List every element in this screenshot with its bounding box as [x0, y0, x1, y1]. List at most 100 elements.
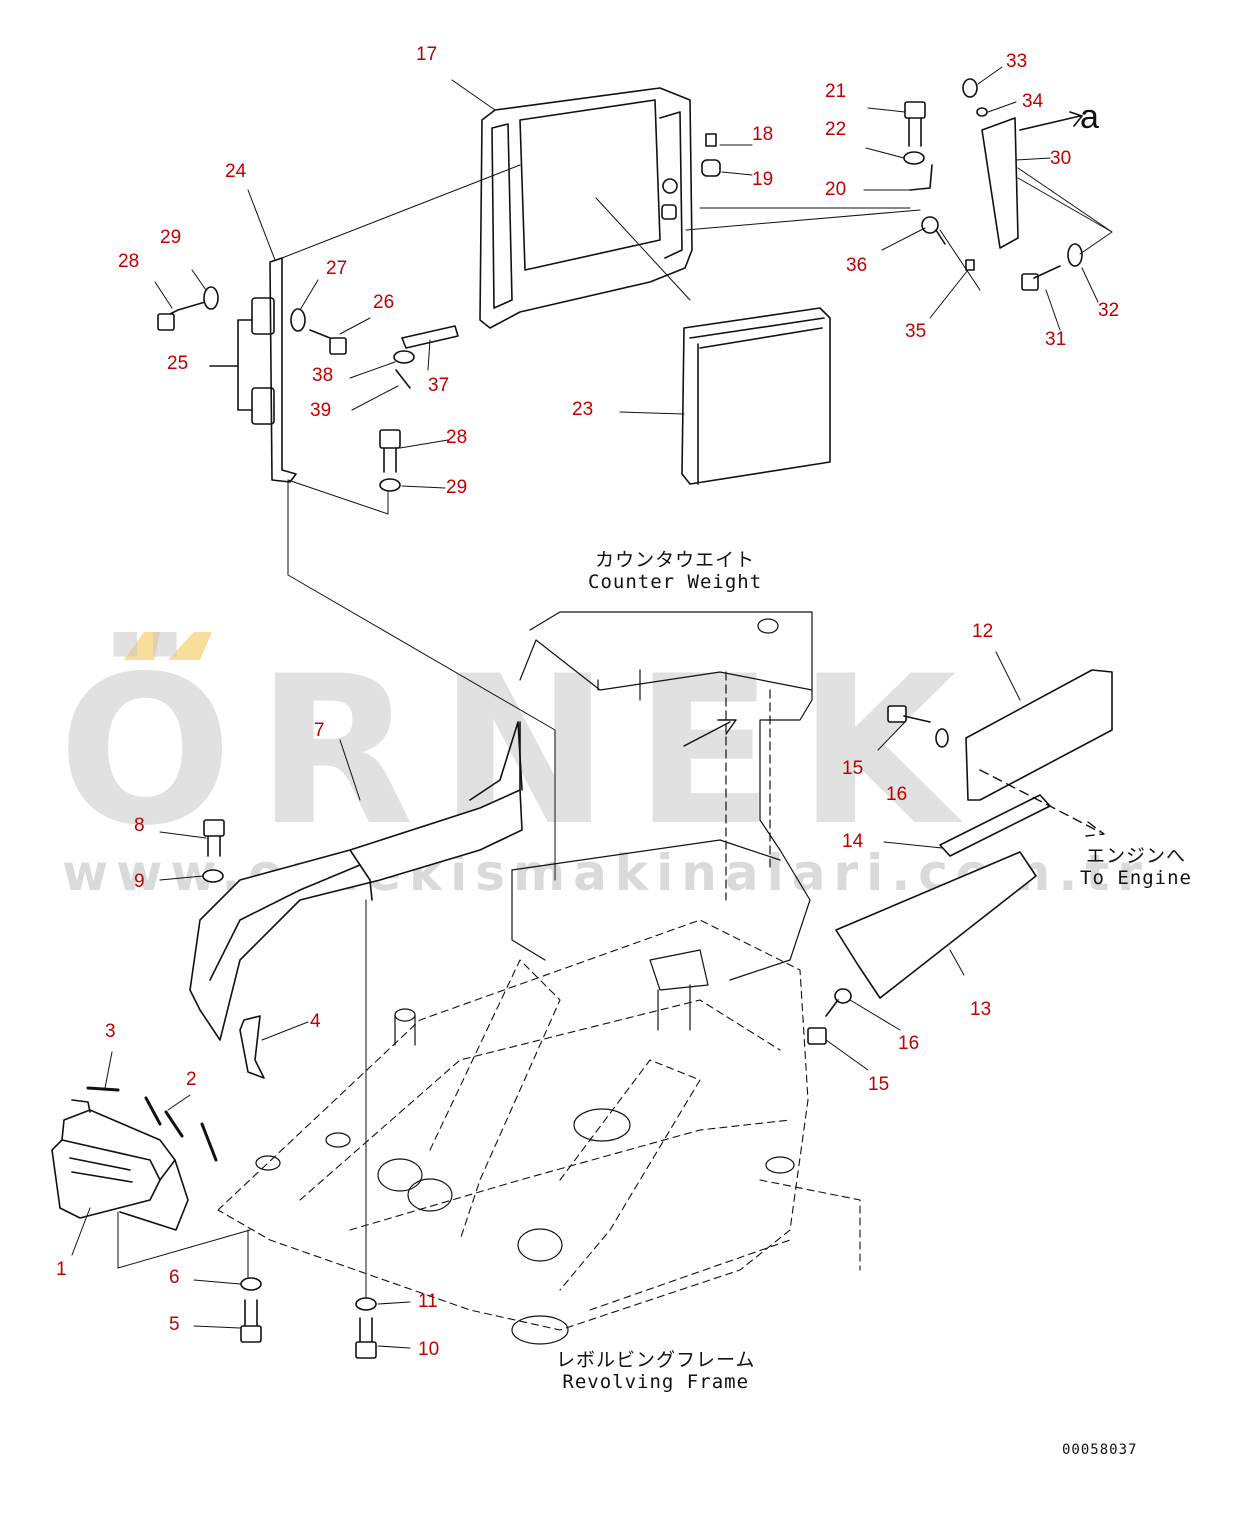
hinge-30 — [981, 117, 1019, 249]
revolving-frame-outline — [217, 919, 861, 1331]
washer-11 — [355, 1297, 377, 1311]
cushion-pad-23 — [681, 307, 831, 485]
step-box-1 — [51, 1099, 189, 1231]
part-label-12: 12 — [972, 621, 994, 642]
leader-lines-top — [154, 66, 1113, 881]
clip-37 — [401, 325, 459, 349]
cover-12 — [965, 669, 1113, 801]
part-label-9: 9 — [134, 871, 145, 892]
part-label-20: 20 — [825, 179, 847, 200]
part-label-28-top: 28 — [118, 251, 140, 272]
washer-9 — [202, 869, 224, 883]
caption-to-engine: エンジンへ To Engine — [1080, 845, 1192, 890]
clip-35 — [965, 259, 975, 271]
view-marker-a: a — [1080, 98, 1099, 136]
part-label-1: 1 — [56, 1259, 67, 1280]
washer-22 — [903, 151, 925, 165]
part-label-21: 21 — [825, 81, 847, 102]
part-label-36: 36 — [846, 255, 868, 276]
part-label-37: 37 — [428, 375, 450, 396]
nut-33 — [962, 78, 978, 98]
bracket-24 — [251, 257, 297, 483]
view-arrow-a — [1019, 111, 1083, 131]
washer-29-lower — [379, 478, 401, 492]
caption-to-engine-en: To Engine — [1080, 866, 1192, 889]
bracket-25-leader — [209, 319, 253, 411]
part-label-35: 35 — [905, 321, 927, 342]
bracket-4 — [239, 1015, 265, 1079]
washer-16-top — [935, 728, 949, 748]
part-label-16-lower: 16 — [898, 1033, 920, 1054]
part-label-27: 27 — [326, 258, 348, 279]
grommet-19 — [701, 159, 721, 177]
part-label-7: 7 — [314, 720, 325, 741]
part-label-33: 33 — [1006, 51, 1028, 72]
part-label-8: 8 — [134, 815, 145, 836]
part-label-16-top: 16 — [886, 784, 908, 805]
bolt-28-lower — [379, 429, 401, 473]
bolt-5 — [240, 1299, 262, 1343]
bolt-15-top — [887, 705, 931, 723]
counter-weight-outline — [511, 611, 813, 981]
plate-14 — [939, 794, 1051, 857]
part-label-17: 17 — [416, 44, 438, 65]
washer-34 — [976, 107, 988, 117]
pin-39 — [395, 369, 411, 389]
part-label-28-lower: 28 — [446, 427, 468, 448]
part-label-30: 30 — [1050, 148, 1072, 169]
frame-details — [255, 949, 795, 1345]
bolt-31 — [1021, 265, 1061, 291]
part-label-34: 34 — [1022, 91, 1044, 112]
caption-counter-weight: カウンタウエイト Counter Weight — [588, 549, 763, 594]
caption-counter-weight-en: Counter Weight — [588, 570, 763, 593]
bolt-10 — [355, 1317, 377, 1359]
caption-revolving-frame: レボルビングフレーム Revolving Frame — [556, 1349, 755, 1394]
bolt-28-top — [157, 299, 213, 331]
pin-3 — [86, 1086, 120, 1092]
part-label-39: 39 — [310, 400, 332, 421]
caption-to-engine-jp: エンジンへ — [1085, 845, 1186, 867]
part-label-22: 22 — [825, 119, 847, 140]
part-label-31: 31 — [1045, 329, 1067, 350]
washer-29-top — [203, 286, 219, 310]
latch-20 — [909, 164, 933, 191]
part-label-11: 11 — [418, 1291, 438, 1312]
stud-36 — [921, 216, 946, 245]
part-label-10: 10 — [418, 1339, 440, 1360]
part-label-29-top: 29 — [160, 227, 182, 248]
part-label-24: 24 — [225, 161, 247, 182]
part-label-3: 3 — [105, 1021, 116, 1042]
leader-lines-lower — [71, 651, 1021, 1349]
part-label-26: 26 — [373, 292, 395, 313]
washer-6 — [240, 1277, 262, 1291]
part-label-15-lower: 15 — [868, 1074, 890, 1095]
drawing-code: 00058037 — [1062, 1442, 1138, 1458]
nut-18 — [705, 133, 717, 147]
cover-panel-17 — [479, 87, 693, 329]
part-label-14: 14 — [842, 831, 864, 852]
washer-27 — [290, 308, 306, 332]
pins-2 — [144, 1096, 218, 1162]
mount-arrow — [683, 719, 737, 747]
part-label-38: 38 — [312, 365, 334, 386]
part-label-15-top: 15 — [842, 758, 864, 779]
bolt-21 — [904, 101, 926, 147]
washer-16-lower — [834, 988, 852, 1004]
part-label-32: 32 — [1098, 300, 1120, 321]
part-label-13: 13 — [970, 999, 992, 1020]
bolt-8 — [203, 819, 225, 857]
guard-7 — [189, 721, 523, 1041]
part-label-6: 6 — [169, 1267, 180, 1288]
caption-counter-weight-jp: カウンタウエイト — [595, 549, 756, 571]
cover-13 — [835, 851, 1037, 999]
part-label-2: 2 — [186, 1069, 197, 1090]
part-label-19: 19 — [752, 169, 774, 190]
part-label-25: 25 — [167, 353, 189, 374]
part-label-18: 18 — [752, 124, 774, 145]
caption-revolving-frame-en: Revolving Frame — [562, 1370, 750, 1393]
part-label-23: 23 — [572, 399, 594, 420]
part-label-4: 4 — [310, 1011, 321, 1032]
washer-32 — [1067, 243, 1083, 267]
bolt-26 — [309, 329, 347, 355]
